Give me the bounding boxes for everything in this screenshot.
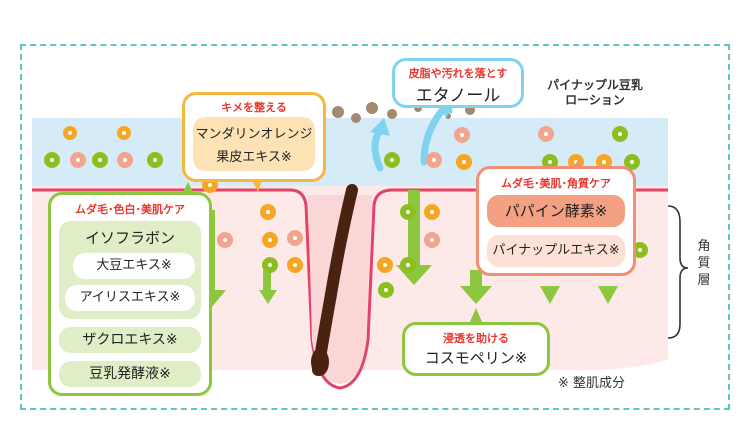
kime-callout: キメを整える マンダリンオレンジ 果皮エキス※	[182, 92, 326, 182]
ethanol-tail	[440, 108, 452, 118]
cosmo-tail	[470, 308, 482, 322]
mandarin-pill: マンダリンオレンジ 果皮エキス※	[193, 117, 315, 171]
stratum-corneum-label: 角 質 層	[697, 239, 711, 288]
hair-bulb	[311, 348, 329, 376]
ingredient-dots	[44, 126, 648, 298]
follicle-outline	[32, 188, 668, 390]
stratum-bracket	[667, 205, 689, 339]
kime-tail	[252, 180, 262, 192]
right-group-callout: ムダ毛･美肌･角質ケア パパイン酵素※ パイナップルエキス※	[476, 166, 636, 276]
left-group-title: ムダ毛･色白･美肌ケア	[75, 203, 185, 216]
iris-pill: アイリスエキス※	[65, 285, 195, 311]
cosmo-name: コスモペリン※	[424, 349, 528, 367]
kime-title: キメを整える	[221, 101, 287, 114]
footnote: ※ 整肌成分	[558, 376, 626, 391]
zakuro-pill: ザクロエキス※	[59, 327, 201, 353]
mandarin-line1: マンダリンオレンジ	[195, 127, 313, 142]
left-group-callout: ムダ毛･色白･美肌ケア イソフラボン 大豆エキス※ アイリスエキス※ ザクロエキ…	[48, 192, 212, 396]
papain-pill: パパイン酵素※	[487, 195, 625, 227]
ethanol-title: 皮脂や汚れを落とす	[408, 67, 508, 80]
ethanol-name: エタノール	[415, 86, 501, 106]
arrow-head-1	[370, 118, 390, 136]
diagram-frame	[20, 44, 730, 410]
cosmo-title: 浸透を助ける	[443, 332, 509, 345]
pineapple-lotion-label: パイナップル豆乳 ローション	[547, 78, 643, 107]
right-group-title: ムダ毛･美肌･角質ケア	[501, 177, 611, 190]
daizu-pill: 大豆エキス※	[73, 253, 195, 279]
mandarin-line2: 果皮エキス※	[216, 150, 292, 165]
tonyu-pill: 豆乳発酵液※	[59, 361, 201, 387]
ethanol-callout: 皮脂や汚れを落とす エタノール	[392, 58, 524, 108]
left-group-tail	[182, 182, 194, 194]
cosmo-callout: 浸透を助ける コスモペリン※	[402, 322, 550, 376]
isoflavone-label: イソフラボン	[84, 229, 175, 247]
pineapple-extract-pill: パイナップルエキス※	[487, 235, 625, 267]
